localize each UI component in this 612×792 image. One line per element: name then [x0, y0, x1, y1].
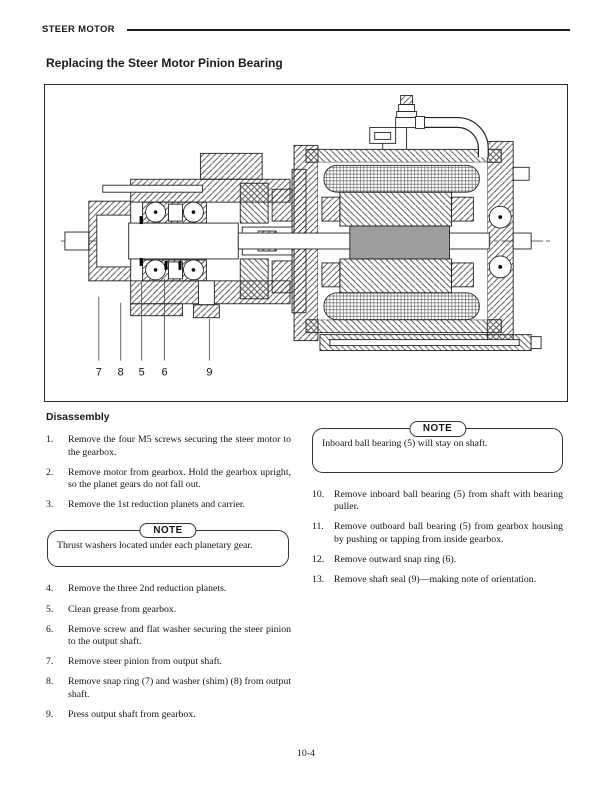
planet-gear: [239, 182, 269, 224]
figure-callout: 9: [206, 366, 212, 378]
step-text: Remove outboard ball bearing (5) from ge…: [334, 521, 563, 545]
page-title: Replacing the Steer Motor Pinion Bearing: [46, 56, 283, 70]
left-column: Disassembly 1. Remove the four M5 screws…: [46, 412, 291, 729]
step-item-8: 8. Remove snap ring (7) and washer (shim…: [46, 676, 291, 701]
step-number: 2.: [46, 466, 54, 478]
motor-case-top: [305, 148, 502, 163]
step-item-9: 9. Press output shaft from gearbox.: [46, 709, 291, 722]
stator-core-top: [339, 191, 452, 227]
page-number: 10-4: [297, 748, 315, 759]
gearbox-assembly: [64, 152, 307, 319]
step-number: 13.: [312, 573, 325, 585]
step-number: 6.: [46, 623, 54, 635]
step-text: Clean grease from gearbox.: [68, 603, 177, 615]
motor-assembly: [237, 95, 542, 352]
step-text: Remove the 1st reduction planets and car…: [68, 499, 246, 511]
step-item-3: 3. Remove the 1st reduction planets and …: [46, 499, 291, 512]
step-number: 12.: [312, 553, 325, 565]
assembly-screw: [102, 184, 203, 193]
step-number: 10.: [312, 488, 325, 500]
section-heading-disassembly: Disassembly: [46, 412, 110, 423]
header-rule: [126, 28, 570, 32]
planet-gear: [239, 258, 269, 300]
figure-callout: 7: [96, 366, 102, 378]
step-number: 1.: [46, 434, 54, 445]
step-text: Remove the three 2nd reduction planets.: [68, 583, 227, 595]
step-number: 9.: [46, 709, 54, 721]
stator-winding-top: [323, 164, 480, 193]
step-text: Remove steer pinion from output shaft.: [68, 656, 222, 668]
step-item-13: 13. Remove shaft seal (9)—making note of…: [312, 574, 563, 587]
step-item-5: 5. Clean grease from gearbox.: [46, 604, 291, 617]
step-text: Press output shaft from gearbox.: [68, 709, 196, 721]
step-number: 5.: [46, 603, 54, 615]
shaft-seal: [197, 280, 215, 306]
step-text: Remove shaft seal (9)—making note of ori…: [334, 573, 537, 585]
step-number: 8.: [46, 676, 54, 688]
right-column: NOTE Inboard ball bearing (5) will stay …: [312, 412, 563, 594]
step-text: Remove inboard ball bearing (5) from sha…: [334, 488, 563, 513]
motor-cable: [415, 116, 489, 158]
terminal-stud: [395, 95, 419, 150]
header-section-title: STEER MOTOR: [42, 24, 115, 35]
step-text: Remove motor from gearbox. Hold the gear…: [68, 466, 291, 491]
step-item-4: 4. Remove the three 2nd reduction planet…: [46, 583, 291, 596]
output-shaft: [128, 222, 239, 260]
callout-leader-lines: [98, 278, 210, 361]
step-text: Remove the four M5 screws securing the s…: [68, 434, 291, 458]
figure-callout: 5: [139, 366, 145, 378]
step-number: 7.: [46, 656, 54, 668]
step-number: 11.: [312, 521, 324, 533]
note-box-inboard-bearing: NOTE Inboard ball bearing (5) will stay …: [312, 421, 563, 473]
motor-end-bracket: [486, 140, 514, 346]
page-header: STEER MOTOR: [42, 24, 570, 35]
brush-cap: [369, 126, 397, 150]
step-item-1: 1. Remove the four M5 screws securing th…: [46, 434, 291, 459]
steps-4-9: 4. Remove the three 2nd reduction planet…: [46, 583, 291, 721]
snap-rings: [139, 210, 196, 272]
motor-case-bottom: [305, 319, 502, 334]
step-number: 4.: [46, 583, 54, 595]
shaft-end-stub: [64, 231, 90, 251]
figure-frame: 7 8 5 6 9: [44, 84, 568, 402]
note-tab: NOTE: [139, 522, 197, 539]
rotor: [349, 225, 450, 260]
step-item-2: 2. Remove motor from gearbox. Hold the g…: [46, 467, 291, 492]
step-number: 3.: [46, 499, 54, 511]
reduction-gear: [271, 260, 293, 294]
step-text: Remove snap ring (7) and washer (shim) (…: [68, 676, 291, 701]
steps-1-3: 1. Remove the four M5 screws securing th…: [46, 434, 291, 512]
steps-10-13: 10. Remove inboard ball bearing (5) from…: [312, 489, 563, 587]
steer-motor-cross-section-diagram: 7 8 5 6 9: [60, 95, 552, 378]
note-text: Thrust washers located under each planet…: [57, 539, 253, 551]
step-item-12: 12. Remove outward snap ring (6).: [312, 554, 563, 567]
stator-core-bottom: [339, 258, 452, 294]
note-text: Inboard ball bearing (5) will stay on sh…: [322, 438, 488, 449]
reduction-gear: [271, 188, 293, 222]
figure-callout: 6: [161, 366, 167, 378]
step-item-7: 7. Remove steer pinion from output shaft…: [46, 656, 291, 669]
figure-callouts: 7 8 5 6 9: [96, 366, 213, 378]
note-tab: NOTE: [408, 421, 467, 437]
note-box-thrust-washers: NOTE Thrust washers located under each p…: [47, 522, 289, 568]
step-item-11: 11. Remove outboard ball bearing (5) fro…: [312, 521, 563, 546]
step-item-6: 6. Remove screw and flat washer securing…: [46, 624, 291, 649]
figure-callout: 8: [118, 366, 124, 378]
step-text: Remove screw and flat washer securing th…: [68, 623, 291, 648]
step-text: Remove outward snap ring (6).: [334, 553, 457, 565]
stator-winding-bottom: [323, 292, 480, 321]
step-item-10: 10. Remove inboard ball bearing (5) from…: [312, 489, 563, 514]
